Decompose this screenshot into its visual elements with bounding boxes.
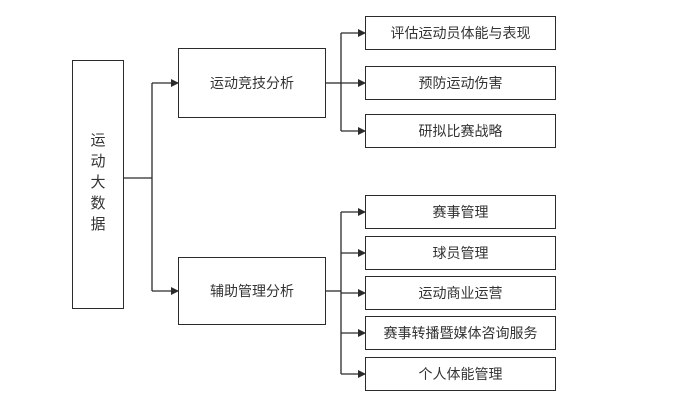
leaf-node: 评估运动员体能与表现 <box>365 16 556 50</box>
branch-node-label: 运动竞技分析 <box>210 76 294 92</box>
leaf-node-label: 个人体能管理 <box>418 367 503 383</box>
leaf-node-label: 赛事转播暨媒体咨询服务 <box>383 326 538 342</box>
leaf-node-label: 赛事管理 <box>432 205 489 221</box>
leaf-node-label: 评估运动员体能与表现 <box>390 26 531 42</box>
branch-node-management-analysis: 辅助管理分析 <box>178 257 326 325</box>
root-node-label: 运动大数据 <box>88 132 107 237</box>
leaf-node: 赛事管理 <box>365 195 556 229</box>
leaf-node: 预防运动伤害 <box>365 66 556 100</box>
leaf-node: 研拟比赛战略 <box>365 114 556 148</box>
leaf-node-label: 研拟比赛战略 <box>418 124 503 140</box>
leaf-node: 运动商业运营 <box>365 276 556 310</box>
branch-node-label: 辅助管理分析 <box>210 284 294 300</box>
leaf-node: 球员管理 <box>365 236 556 270</box>
leaf-node: 赛事转播暨媒体咨询服务 <box>365 316 556 350</box>
leaf-node-label: 运动商业运营 <box>418 286 503 302</box>
branch-node-competitive-analysis: 运动竞技分析 <box>178 48 326 118</box>
leaf-node-label: 预防运动伤害 <box>418 76 503 92</box>
leaf-node-label: 球员管理 <box>432 246 489 262</box>
root-node: 运动大数据 <box>72 60 124 309</box>
leaf-node: 个人体能管理 <box>365 357 556 391</box>
